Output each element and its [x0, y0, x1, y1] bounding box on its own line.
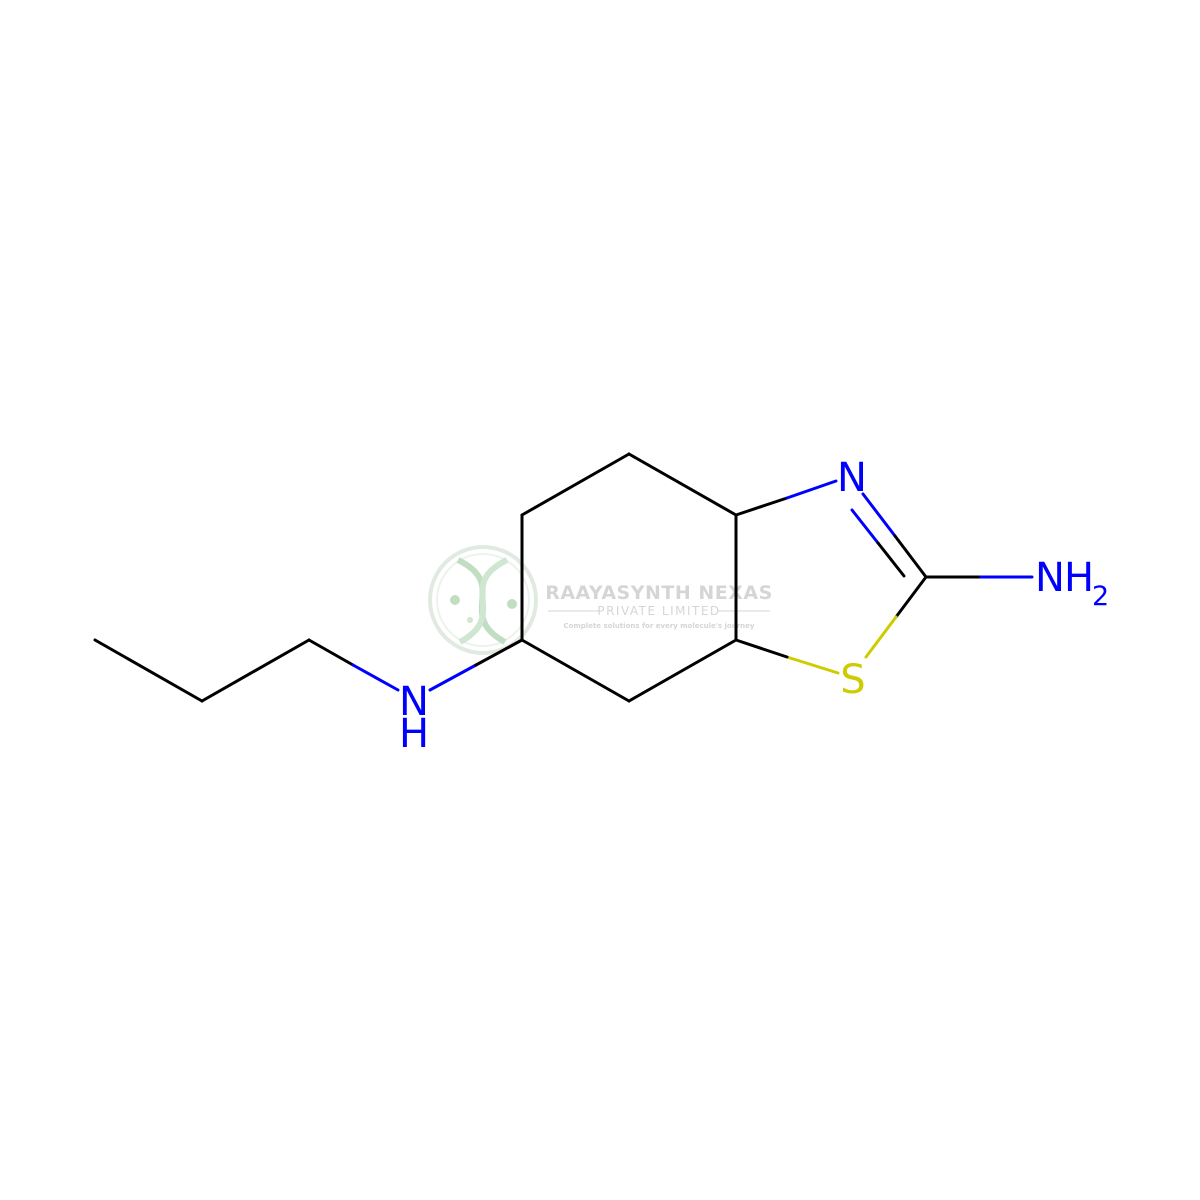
watermark-tagline: Complete solutions for every molecule's …	[564, 622, 755, 630]
sulfur-label: S	[840, 657, 865, 703]
bond-nh-c6-carbon-half	[474, 638, 524, 667]
watermark-company-name: RAAYASYNTH NEXAS	[545, 582, 773, 604]
ring-nitrogen-label: N	[837, 455, 867, 501]
bond-n-c2-inner-nitrogen-half	[850, 508, 880, 545]
bond-c8-c9	[627, 452, 738, 517]
secondary-amine-nitrogen-label: N	[399, 679, 429, 725]
watermark: RAAYASYNTH NEXAS PRIVATE LIMITED Complet…	[428, 545, 773, 655]
bond-c7-c8	[520, 452, 631, 517]
bond-c3-nh-nitrogen-half	[351, 663, 400, 692]
bond-c2-s-carbon-half	[894, 575, 928, 619]
watermark-logo-icon	[428, 545, 538, 655]
bond-s-c10-sulfur-half	[785, 655, 840, 675]
bond-n-c2-outer-nitrogen-half	[861, 492, 897, 538]
secondary-amine-hydrogen-label: H	[399, 711, 429, 757]
amine-hydrogen-subscript: 2	[1092, 581, 1109, 612]
bond-n-c2-inner-carbon-half	[876, 541, 906, 578]
bond-s-c10-carbon-half	[734, 638, 789, 659]
bond-c2-s-sulfur-half	[864, 615, 898, 659]
bond-nh-c6-nitrogen-half	[428, 663, 478, 692]
bond-propyl-c2-c3	[200, 638, 311, 703]
atom-labels: N N H 2 S N H	[399, 455, 1109, 757]
bond-c3-nh-carbon-half	[307, 638, 355, 667]
hetero-bonds	[307, 479, 1034, 692]
amine-nitrogen-label: N	[1035, 555, 1065, 601]
bond-c10-c5	[627, 638, 738, 703]
watermark-company-type: PRIVATE LIMITED	[597, 604, 720, 618]
bond-propyl-c1-c2	[93, 638, 204, 703]
bond-c9-n-carbon-half	[734, 496, 789, 517]
bond-n-c2-outer-carbon-half	[893, 534, 928, 579]
amine-hydrogen-label: H	[1064, 555, 1094, 601]
bond-c5-c6	[520, 638, 631, 703]
bond-c9-n-nitrogen-half	[785, 479, 838, 500]
carbon-bonds	[93, 452, 738, 703]
